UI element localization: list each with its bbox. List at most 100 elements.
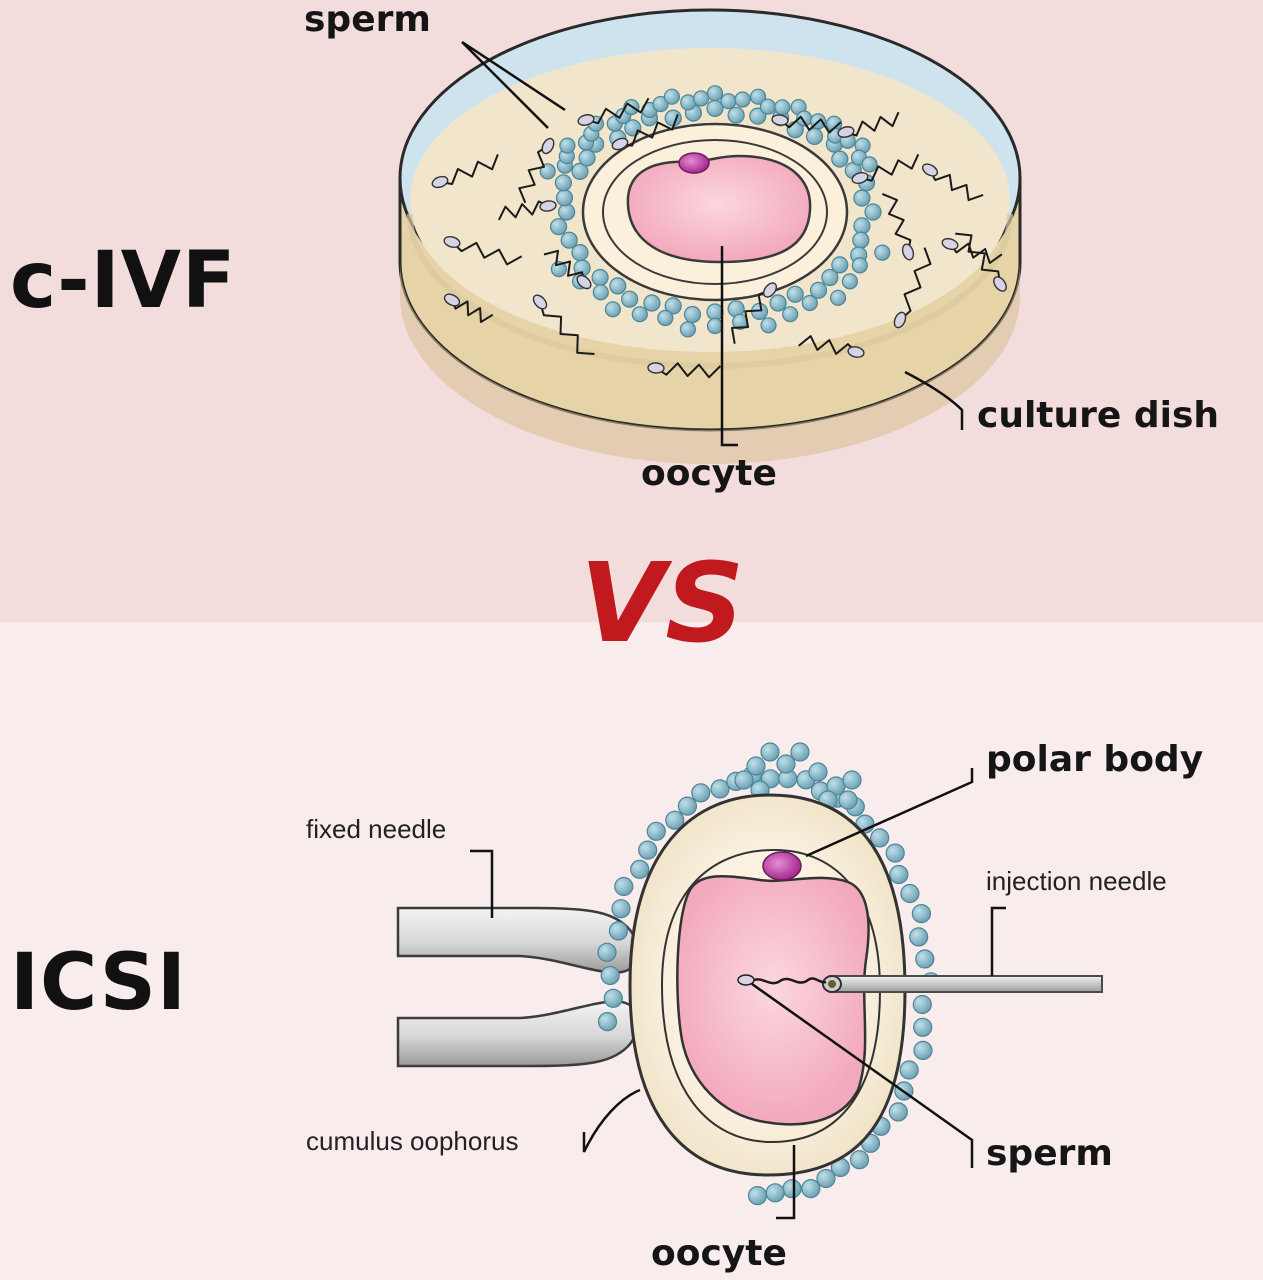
- cumulus-cell: [747, 1185, 768, 1206]
- cumulus-cell: [665, 810, 685, 830]
- cumulus-cell: [911, 903, 932, 924]
- cumulus-cell: [559, 137, 576, 154]
- cumulus-cell: [870, 828, 890, 848]
- cumulus-cell: [643, 294, 661, 312]
- cumulus-cell: [557, 203, 576, 221]
- cumulus-cell: [638, 840, 658, 860]
- cumulus-cell: [842, 770, 862, 790]
- cumulus-cell: [734, 770, 754, 790]
- cumulus-cell: [841, 273, 859, 290]
- cumulus-cell: [571, 244, 589, 262]
- sperm-head: [771, 114, 789, 126]
- cumulus-cell: [816, 1168, 836, 1189]
- cumulus-cell: [749, 88, 767, 105]
- sperm-tail: [518, 145, 549, 204]
- sperm-head: [921, 163, 939, 177]
- sperm-cells-top: [431, 97, 1007, 379]
- cumulus-cell: [853, 217, 871, 235]
- cumulus-cell: [782, 1179, 802, 1199]
- sperm-head: [577, 114, 595, 126]
- sperm-head: [611, 137, 629, 151]
- cumulus-cell: [683, 305, 702, 324]
- sperm-tail: [439, 154, 499, 185]
- cumulus-cell: [889, 864, 909, 885]
- sperm-head: [847, 346, 865, 358]
- cumulus-cell: [603, 988, 623, 1008]
- cumulus-cell: [608, 921, 629, 941]
- vs-label: VS: [580, 539, 745, 667]
- cumulus-cell: [609, 277, 627, 295]
- sperm-tail: [949, 242, 1003, 264]
- cumulus-cell: [706, 317, 724, 335]
- sperm-tail: [543, 249, 585, 283]
- cumulus-cell: [560, 231, 578, 249]
- sperm-head: [443, 293, 461, 307]
- cumulus-cell: [760, 742, 780, 762]
- cumulus-cell: [646, 821, 666, 841]
- cumulus-cell: [592, 284, 609, 301]
- cumulus-cell: [874, 244, 891, 261]
- cumulus-cell: [555, 189, 574, 207]
- oocyte-label-top: oocyte: [641, 453, 777, 494]
- sperm-injected: [737, 974, 827, 986]
- cumulus-cell: [809, 281, 828, 299]
- sperm-tail: [451, 299, 494, 323]
- cumulus-cell: [746, 756, 766, 776]
- cumulus-cell: [578, 149, 596, 167]
- cumulus-cell: [774, 99, 791, 116]
- sperm-tail: [955, 232, 1001, 285]
- cumulus-cell: [851, 257, 868, 274]
- cumulus-cell: [782, 306, 799, 323]
- c-ivf-title: c-IVF: [10, 236, 237, 326]
- sperm-head: [431, 175, 449, 189]
- cumulus-cell: [913, 1017, 933, 1037]
- cumulus-cell: [706, 303, 724, 321]
- cumulus-cell: [849, 1150, 870, 1170]
- sperm-tail: [731, 289, 771, 344]
- sperm-tail: [899, 247, 932, 321]
- cumulus-cell: [888, 1102, 908, 1122]
- cumulus-cell: [663, 88, 681, 105]
- sperm-tail: [859, 153, 920, 182]
- cumulus-cell: [801, 294, 818, 312]
- cumulus-cell: [734, 91, 751, 108]
- cumulus-cell: [885, 843, 905, 863]
- sperm-label-bottom: sperm: [986, 1133, 1113, 1174]
- cumulus-cell: [604, 301, 622, 318]
- sperm-head: [941, 237, 959, 251]
- cumulus-cell: [611, 899, 631, 919]
- cumulus-cell: [657, 309, 674, 327]
- sperm-tail: [798, 335, 857, 355]
- cumulus-cell: [790, 742, 810, 762]
- cumulus-cell: [776, 754, 796, 774]
- sperm-head: [443, 235, 461, 249]
- culture-dish-label: culture dish: [977, 395, 1220, 436]
- fixed-needle: [396, 906, 641, 1068]
- sperm-tail: [498, 200, 549, 221]
- cumulus-cell: [913, 1040, 933, 1061]
- cumulus-cell: [691, 783, 711, 803]
- cumulus-cell: [727, 106, 745, 124]
- cumulus-cell: [693, 90, 710, 107]
- cumulus-cell: [769, 294, 787, 312]
- cumulus-cell: [765, 1183, 785, 1203]
- cumulus-cell: [679, 321, 697, 338]
- cumulus-cell: [912, 994, 932, 1015]
- cumulus-cell: [861, 156, 878, 173]
- cumulus-cell: [652, 95, 669, 113]
- sperm-tail: [881, 192, 912, 253]
- leader-lines-top: [461, 40, 964, 447]
- cumulus-cell: [864, 203, 882, 221]
- cumulus-cell: [900, 883, 920, 904]
- cumulus-cell: [899, 1060, 919, 1080]
- oocyte-top: [581, 122, 849, 302]
- fixed-needle-label: fixed needle: [306, 814, 447, 844]
- cumulus-cell: [597, 1011, 618, 1032]
- sperm-tail: [619, 114, 679, 147]
- cumulus-cell: [549, 218, 568, 236]
- cumulus-cell: [664, 109, 682, 127]
- leader-lines-bottom: [470, 768, 1006, 1220]
- cumulus-cell: [706, 85, 724, 102]
- sperm-tail: [585, 97, 650, 125]
